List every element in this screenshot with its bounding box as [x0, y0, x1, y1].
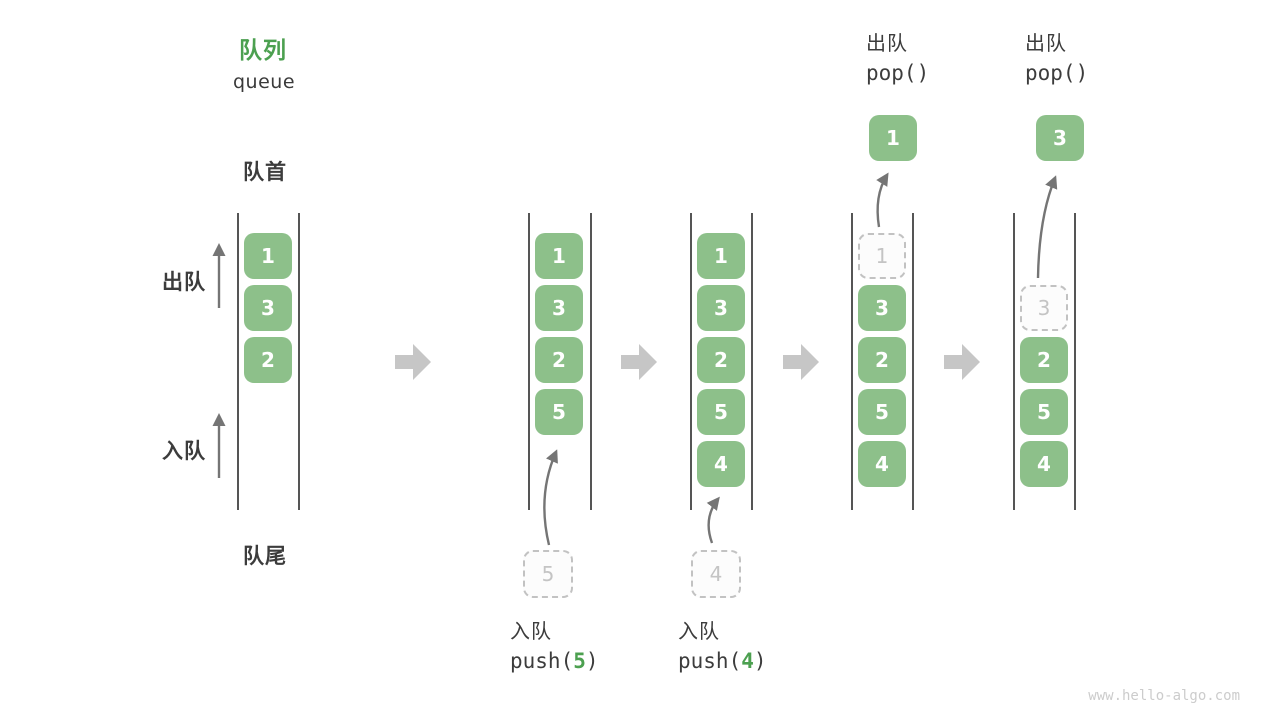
- queue-cell: 2: [858, 337, 906, 383]
- queue-cell: 5: [858, 389, 906, 435]
- removed-slot-ghost: 1: [858, 233, 906, 279]
- transition-arrow-1: [395, 344, 431, 380]
- queue-cell: 5: [1020, 389, 1068, 435]
- dequeue-op-label: 出队 pop(): [866, 30, 929, 90]
- queue-wall-right-2: [590, 213, 592, 510]
- queue-wall-left-3: [690, 213, 692, 510]
- queue-rear-label: 队尾: [243, 544, 287, 568]
- transition-arrow-2: [621, 344, 657, 380]
- watermark: www.hello-algo.com: [1088, 688, 1240, 704]
- push-5-arrow: [543, 449, 558, 546]
- diagram-title: 队列: [239, 38, 287, 64]
- queue-wall-right-5: [1074, 213, 1076, 510]
- pop-1-arrow: [876, 172, 889, 228]
- dequeue-op-zh: 出队: [1025, 31, 1067, 55]
- queue-wall-right-1: [298, 213, 300, 510]
- transition-arrow-3: [783, 344, 819, 380]
- diagram-subtitle: queue: [233, 71, 296, 93]
- enqueue-op-code: push(5): [510, 649, 599, 673]
- enqueue-op-code: push(4): [678, 649, 767, 673]
- queue-cell: 5: [697, 389, 745, 435]
- queue-wall-right-4: [912, 213, 914, 510]
- queue-cell: 4: [858, 441, 906, 487]
- queue-wall-left-4: [851, 213, 853, 510]
- dequeue-op-label: 出队 pop(): [1025, 30, 1088, 90]
- queue-cell: 4: [1020, 441, 1068, 487]
- enqueue-op-label: 入队 push(5): [510, 618, 599, 678]
- queue-cell: 5: [535, 389, 583, 435]
- queue-cell: 2: [1020, 337, 1068, 383]
- queue-cell: 4: [697, 441, 745, 487]
- queue-wall-left-1: [237, 213, 239, 510]
- push-4-arrow: [706, 496, 720, 544]
- queue-cell: 3: [244, 285, 292, 331]
- queue-cell: 2: [244, 337, 292, 383]
- queue-cell: 1: [244, 233, 292, 279]
- push-arg: 4: [741, 649, 754, 673]
- dequeue-op-code: pop(): [1025, 61, 1089, 85]
- transition-arrow-4: [944, 344, 980, 380]
- queue-cell: 1: [535, 233, 583, 279]
- queue-cell: 3: [535, 285, 583, 331]
- dequeue-side-label: 出队: [162, 270, 206, 294]
- queue-cell: 3: [697, 285, 745, 331]
- pop-3-arrow: [1036, 175, 1058, 279]
- push-arg: 5: [573, 649, 586, 673]
- queue-wall-left-2: [528, 213, 530, 510]
- incoming-element-box: 4: [691, 550, 741, 598]
- queue-cell: 2: [535, 337, 583, 383]
- dequeue-op-code: pop(): [866, 61, 930, 85]
- removed-slot-ghost: 3: [1020, 285, 1068, 331]
- queue-cell: 3: [858, 285, 906, 331]
- queue-wall-right-3: [751, 213, 753, 510]
- queue-cell: 1: [697, 233, 745, 279]
- queue-cell: 2: [697, 337, 745, 383]
- enqueue-op-zh: 入队: [678, 619, 720, 643]
- queue-front-label: 队首: [243, 160, 287, 184]
- enqueue-op-label: 入队 push(4): [678, 618, 767, 678]
- dequeue-op-zh: 出队: [866, 31, 908, 55]
- enqueue-op-zh: 入队: [510, 619, 552, 643]
- enqueue-side-label: 入队: [162, 439, 206, 463]
- incoming-element-box: 5: [523, 550, 573, 598]
- queue-wall-left-5: [1013, 213, 1015, 510]
- popped-element-box: 3: [1036, 115, 1084, 161]
- popped-element-box: 1: [869, 115, 917, 161]
